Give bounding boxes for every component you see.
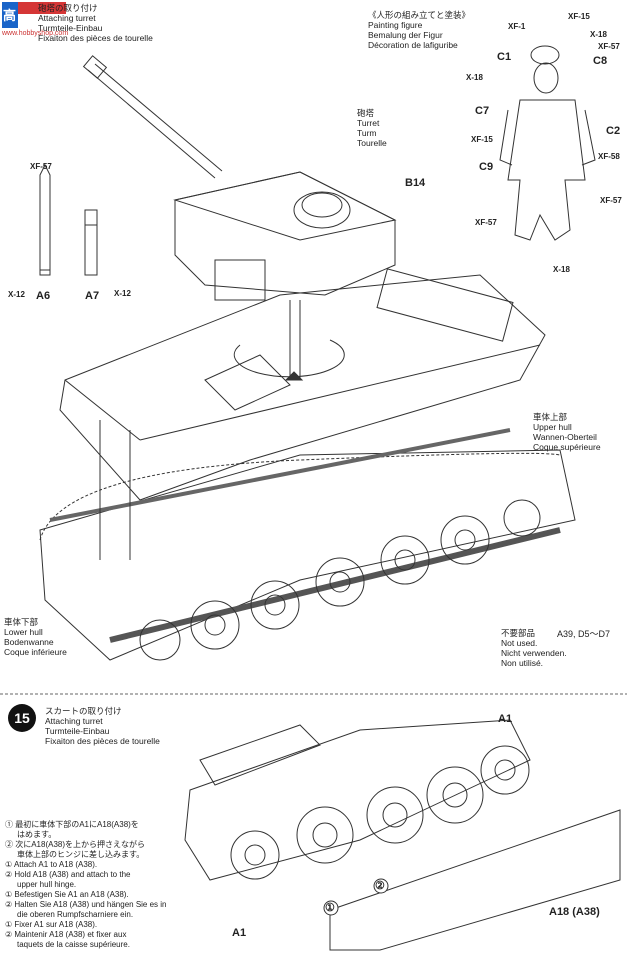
- marker-circle-2: ②: [375, 880, 385, 892]
- lower-hull-fr: Coque inférieure: [4, 647, 67, 657]
- lower-hull-drawing: [39, 420, 576, 661]
- instruction-line: ① Fixer A1 sur A18 (A38).: [5, 920, 98, 929]
- callout-xf1: XF-1: [508, 22, 526, 31]
- callout-c7: C7: [475, 105, 490, 117]
- part-a1-bottom: A1: [232, 927, 247, 939]
- step15-title-en: Attaching turret: [45, 716, 103, 726]
- step14-title-fr: Fixaiton des pièces de tourelle: [38, 33, 153, 43]
- instruction-line: upper hull hinge.: [17, 880, 77, 889]
- watermark-logo: 高: [3, 8, 17, 23]
- instruction-line: 車体上部のヒンジに差し込みます。: [17, 850, 145, 859]
- callout-c2: C2: [606, 125, 621, 137]
- painting-title-de: Bemalung der Figur: [368, 30, 443, 40]
- not-used-en: Not used.: [501, 638, 538, 648]
- not-used-jp: 不要部品: [501, 628, 536, 638]
- part-b14-label: B14: [405, 177, 426, 189]
- step15-title-jp: スカートの取り付け: [45, 706, 122, 716]
- not-used-de: Nicht verwenden.: [501, 648, 567, 658]
- painting-title-fr: Décoration de lafiguribe: [368, 40, 458, 50]
- lower-hull-de: Bodenwanne: [4, 637, 54, 647]
- instruction-line: ② Hold A18 (A38) and attach to the: [5, 870, 131, 879]
- not-used-fr: Non utilisé.: [501, 658, 544, 668]
- callout-xf58: XF-58: [598, 152, 620, 161]
- painting-title-en: Painting figure: [368, 20, 423, 30]
- instruction-line: ② Maintenir A18 (A38) et fixer aux: [5, 930, 127, 939]
- instruction-line: ② Halten Sie A18 (A38) und hängen Sie es…: [5, 900, 167, 909]
- turret-gun: [82, 55, 223, 179]
- step14-header: 砲塔の取り付け Attaching turret Turmteile-Einba…: [38, 3, 153, 43]
- callout-xf57-left: XF-57: [475, 218, 497, 227]
- turret-label-de: Turm: [357, 128, 377, 138]
- lower-hull-jp: 車体下部: [4, 617, 39, 627]
- shell-x12-right: X-12: [114, 289, 131, 298]
- painting-header: 《人形の組み立てと塗装》 Painting figure Bemalung de…: [368, 10, 470, 50]
- instruction-line: ② 次にA18(A38)を上から押さえながら: [5, 840, 146, 849]
- soldier-figure: [499, 45, 596, 241]
- turret-label-jp: 砲塔: [357, 108, 375, 118]
- shell-a7-label: A7: [85, 290, 100, 302]
- watermark-site: www.hobbyshop.com: [2, 30, 69, 37]
- callout-xf15-top: XF-15: [568, 12, 590, 21]
- callout-xf57-right: XF-57: [600, 196, 622, 205]
- not-used-note: 不要部品 Not used. Nicht verwenden. Non util…: [501, 628, 567, 668]
- callout-xf15-mid: XF-15: [471, 135, 493, 144]
- shell-a6-label: A6: [36, 290, 51, 302]
- marker-circle-1: ①: [325, 902, 335, 914]
- callout-x18-top: X-18: [590, 30, 607, 39]
- shell-x12-left: X-12: [8, 290, 25, 299]
- upper-hull-en: Upper hull: [533, 422, 572, 432]
- instruction-line: はめます。: [17, 830, 57, 839]
- instruction-line: ① Attach A1 to A18 (A38).: [5, 860, 98, 869]
- turret-label-fr: Tourelle: [357, 138, 387, 148]
- upper-hull-de: Wannen-Oberteil: [533, 432, 597, 442]
- instruction-line: die oberen Rumpfscharniere ein.: [17, 910, 134, 919]
- upper-hull-drawing: [59, 268, 546, 501]
- step14-title-de: Turmteile-Einbau: [38, 23, 103, 33]
- callout-c8: C8: [593, 55, 608, 67]
- instruction-line: ① 最初に車体下部のA1にA18(A38)を: [5, 820, 139, 829]
- turret-label-en: Turret: [357, 118, 380, 128]
- step15-instructions: ① 最初に車体下部のA1にA18(A38)を はめます。 ② 次にA18(A38…: [5, 820, 167, 950]
- step15-title-fr: Fixaiton des pièces de tourelle: [45, 736, 160, 746]
- turret-label: 砲塔 Turret Turm Tourelle: [357, 108, 387, 148]
- upper-hull-jp: 車体上部: [533, 412, 568, 422]
- skirt-drawing: [184, 719, 621, 951]
- painting-title-jp: 《人形の組み立てと塗装》: [368, 10, 471, 20]
- not-used-parts: A39, D5〜D7: [557, 629, 611, 639]
- part-a1-top: A1: [498, 713, 513, 725]
- step14-title-jp: 砲塔の取り付け: [38, 3, 98, 13]
- callout-x18-bottom: X-18: [553, 265, 570, 274]
- lower-hull-label: 車体下部 Lower hull Bodenwanne Coque inférie…: [4, 617, 67, 657]
- shell-a6: [39, 163, 51, 276]
- instruction-line: ① Befestigen Sie A1 an A18 (A38).: [5, 890, 129, 899]
- shell-a7: [84, 209, 98, 276]
- step15-header: スカートの取り付け Attaching turret Turmteile-Ein…: [45, 706, 160, 746]
- step14-title-en: Attaching turret: [38, 13, 96, 23]
- callout-c9: C9: [479, 161, 494, 173]
- instruction-line: taquets de la caisse supérieure.: [17, 940, 130, 949]
- callout-xf57-top: XF-57: [598, 42, 620, 51]
- step15-title-de: Turmteile-Einbau: [45, 726, 110, 736]
- callout-c1: C1: [497, 51, 512, 63]
- upper-hull-label: 車体上部 Upper hull Wannen-Oberteil Coque su…: [533, 412, 601, 452]
- turret-drawing: [173, 171, 397, 381]
- part-a18-label: A18 (A38): [549, 906, 600, 918]
- callout-x18-left: X-18: [466, 73, 483, 82]
- step15-number: 15: [14, 710, 30, 726]
- lower-hull-en: Lower hull: [4, 627, 43, 637]
- upper-hull-fr: Coque supérieure: [533, 442, 601, 452]
- shell-paint-xf57: XF-57: [30, 162, 52, 171]
